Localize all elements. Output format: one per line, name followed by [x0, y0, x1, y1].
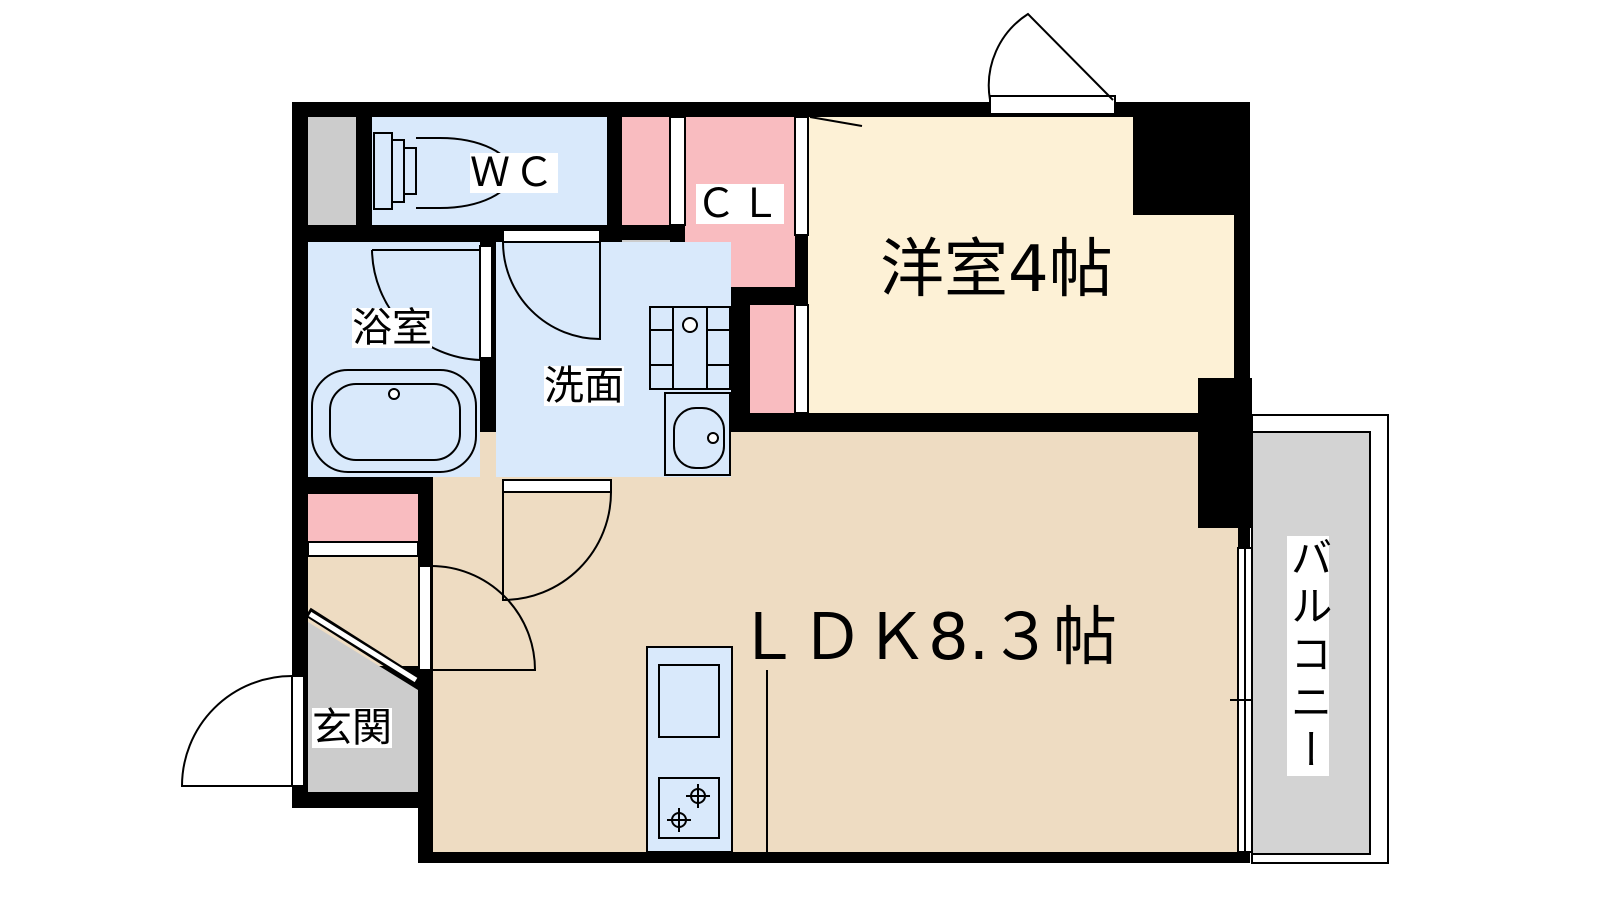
window-swing	[987, 12, 1114, 101]
room-label-western: 洋室4帖	[880, 233, 1113, 307]
closet-doors	[669, 116, 809, 414]
front-door-swing	[180, 675, 293, 787]
bathtub	[311, 369, 477, 473]
stove	[658, 777, 720, 839]
room-label-bathroom: 浴室	[352, 305, 432, 351]
pillar	[1198, 378, 1252, 528]
washroom-door	[502, 229, 601, 243]
washroom-ldk-door	[502, 479, 612, 493]
ldk-entry-passage	[433, 494, 503, 674]
room-label-entrance: 玄関	[312, 705, 392, 751]
washer-drain-icon	[682, 317, 698, 333]
balcony-label: バルコニー	[1284, 536, 1333, 776]
washroom-floor	[496, 242, 608, 305]
room-label-wc: ＷＣ	[470, 150, 558, 196]
room-label-washroom: 洗面	[544, 363, 624, 409]
shoe-storage	[308, 494, 418, 542]
faucet-icon	[707, 432, 719, 444]
room-label-closet: ＣＬ	[696, 181, 784, 227]
washroom-door-swing	[502, 241, 601, 341]
pillar	[1135, 117, 1238, 215]
bathtub-inner	[329, 383, 461, 461]
western-room-window	[989, 95, 1116, 115]
hall-door	[418, 565, 432, 671]
shoe-storage-door	[307, 541, 419, 557]
burner-icon	[667, 784, 710, 832]
room-label-ldk: ＬＤＫ8.３帖	[736, 601, 1118, 675]
bath-door	[479, 245, 493, 359]
drain-icon	[388, 388, 400, 400]
entrance-floor	[308, 622, 418, 792]
wash-bowl	[673, 407, 725, 469]
kitchen-sink	[658, 664, 720, 738]
closet-storage	[622, 117, 670, 225]
closet-storage	[750, 305, 795, 413]
wash-basin	[664, 392, 731, 476]
shaft	[308, 117, 356, 225]
front-door	[291, 675, 305, 787]
hall-door-swing	[430, 565, 537, 671]
washroom-ldk-door-swing	[502, 491, 612, 602]
